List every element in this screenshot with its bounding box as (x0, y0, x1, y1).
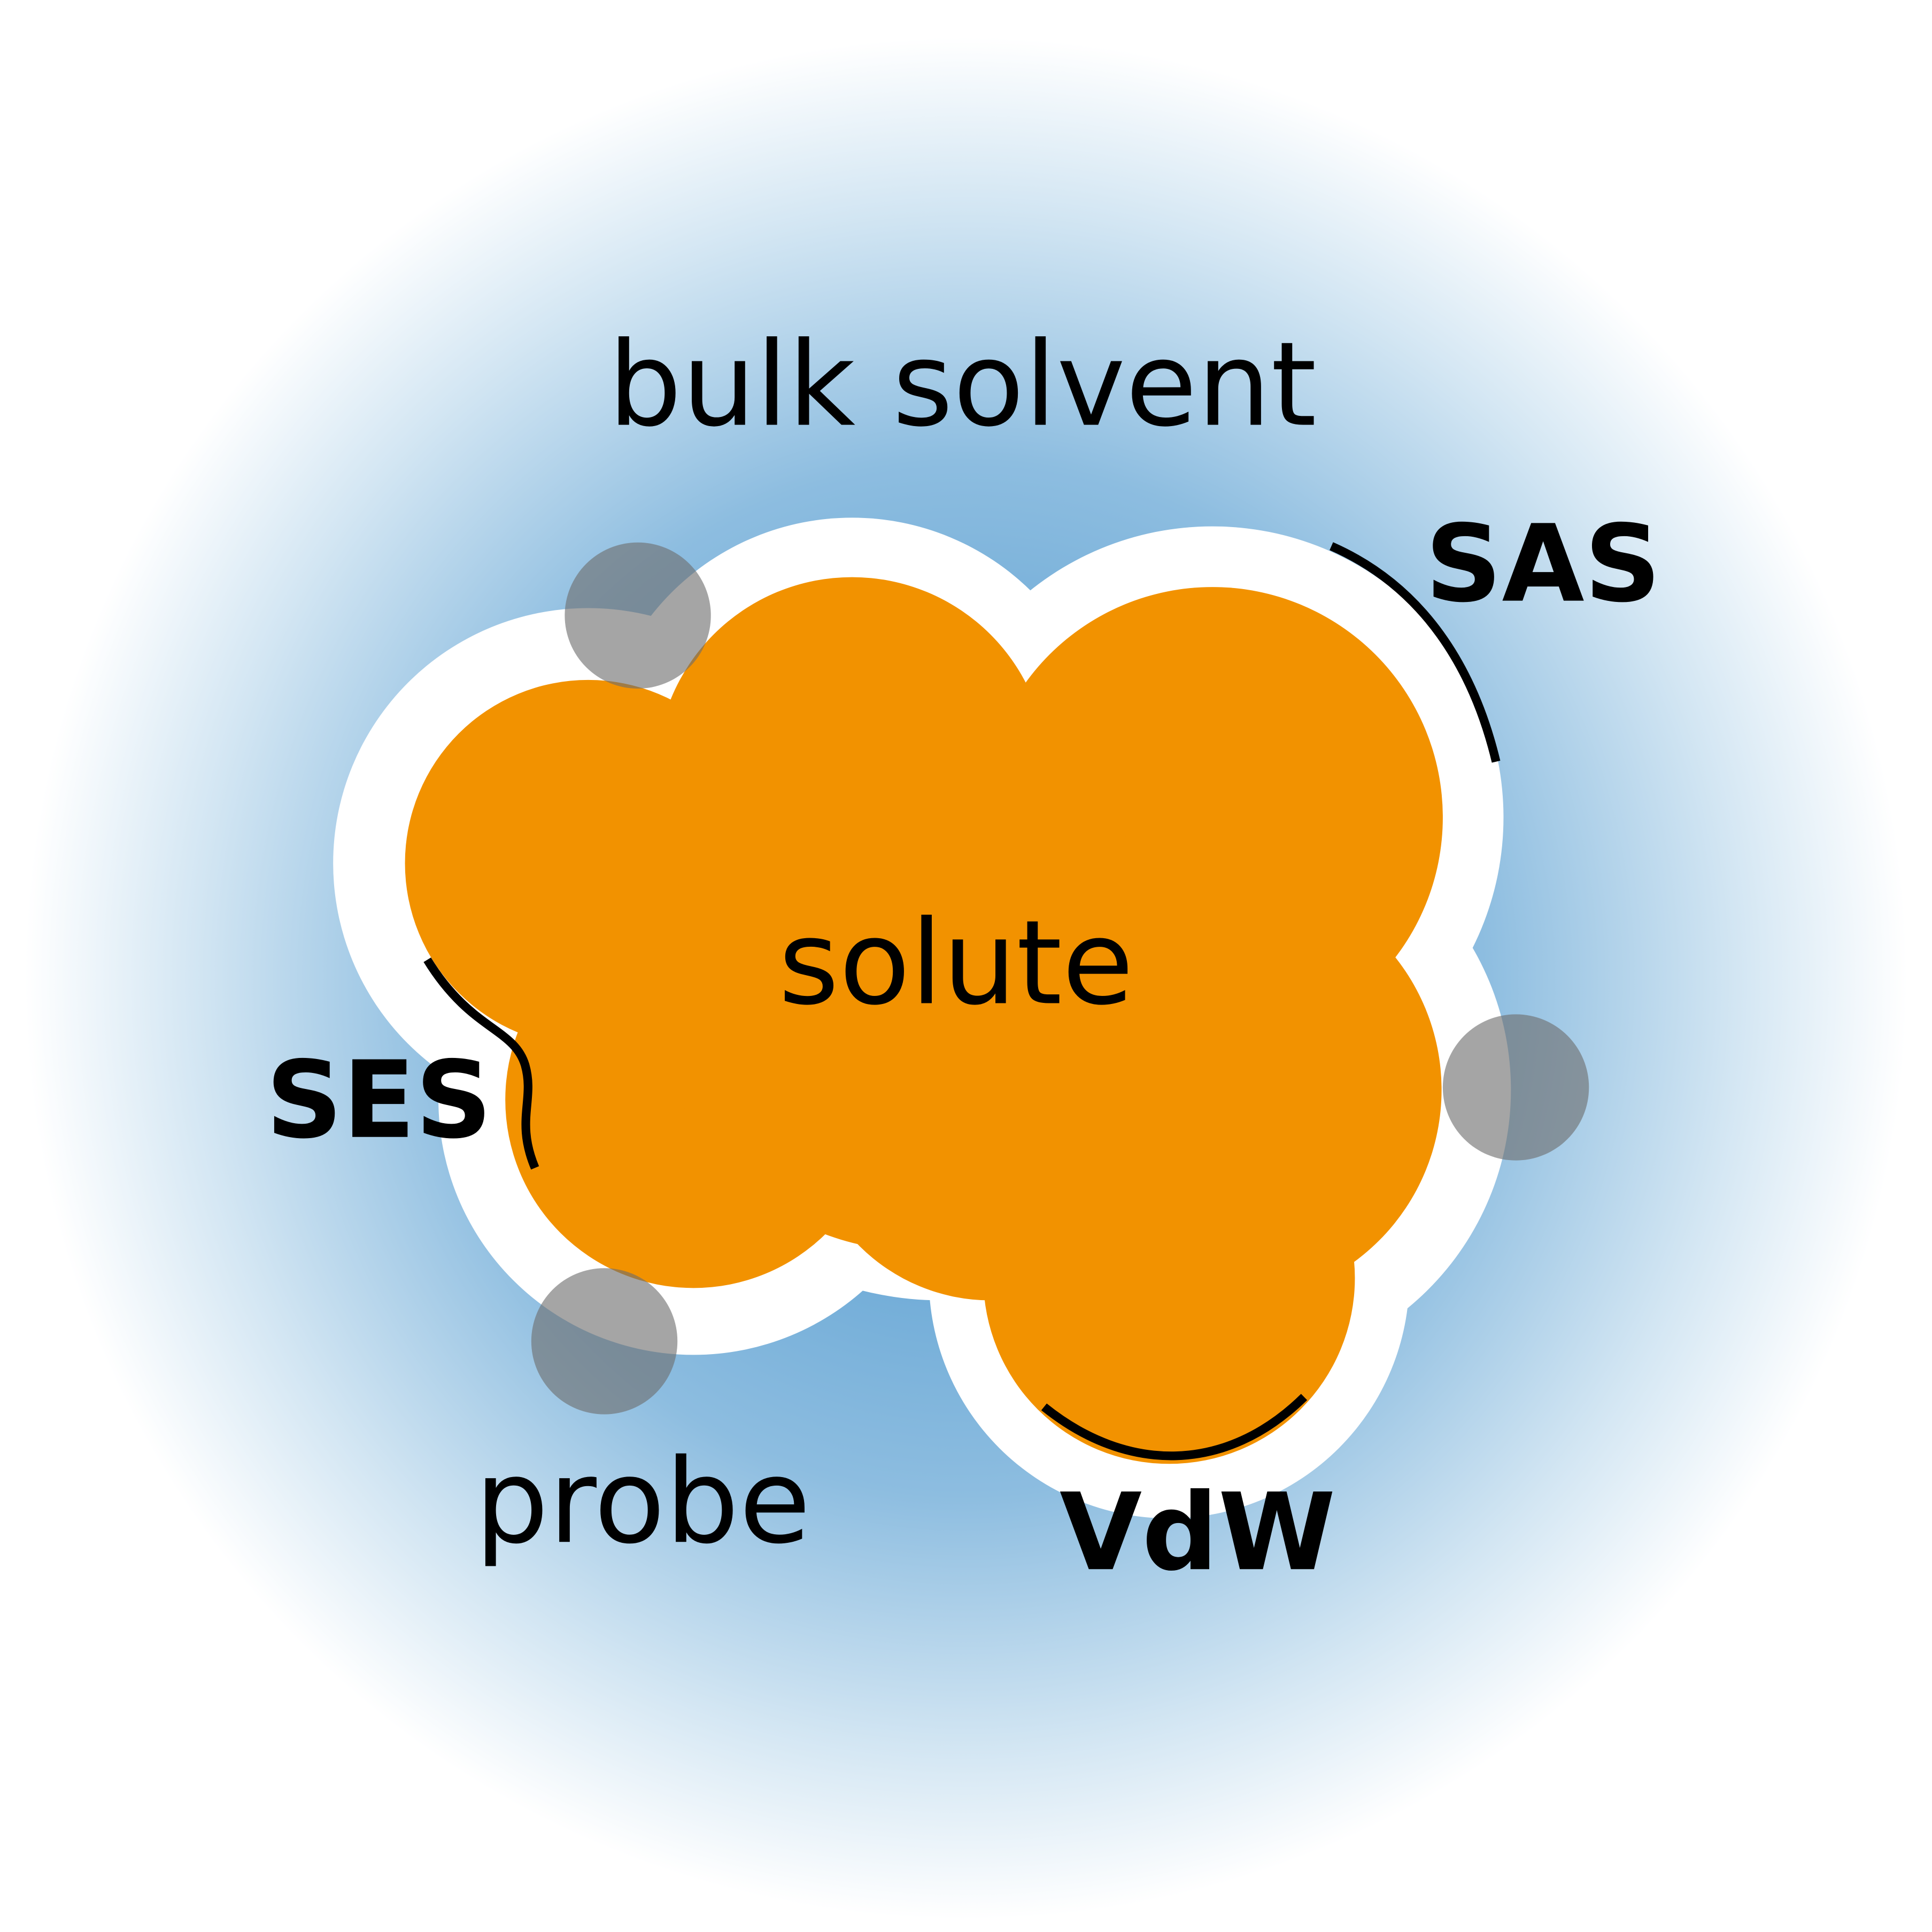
solute-label: solute (778, 896, 1134, 1031)
probe-sphere (1442, 1014, 1589, 1161)
probe-spheres (531, 542, 1589, 1415)
ses-curve (423, 957, 539, 1170)
probe-sphere (565, 542, 711, 689)
vdw-label: VdW (1060, 1470, 1336, 1594)
sas-curve (1330, 542, 1501, 763)
bulk-solvent-label: bulk solvent (608, 318, 1316, 453)
vdw-curve (1041, 1394, 1308, 1460)
ses-label: SES (266, 1038, 492, 1162)
solute-molecule (405, 577, 1443, 1464)
probe-label: probe (475, 1434, 810, 1570)
sas-label: SAS (1425, 502, 1661, 626)
probe-sphere (531, 1268, 678, 1415)
